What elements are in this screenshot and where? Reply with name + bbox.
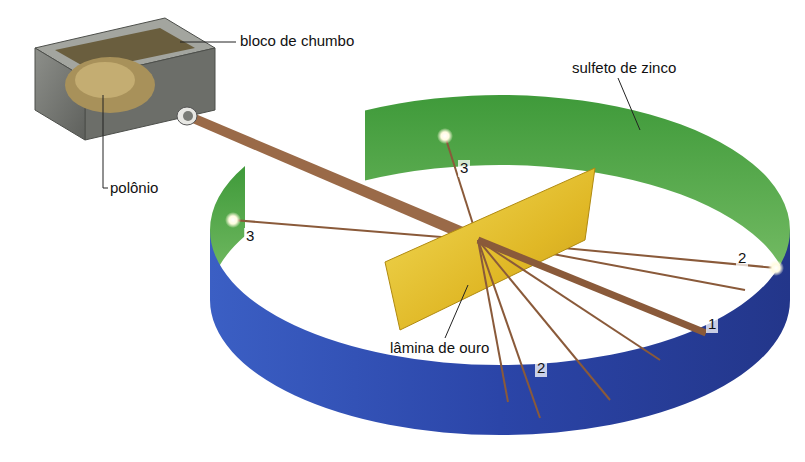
callout-number: 1: [706, 316, 718, 333]
lead-block: [35, 18, 215, 140]
part-label: sulfeto de zinco: [572, 60, 676, 77]
part-label: bloco de chumbo: [240, 33, 354, 50]
callout-number: 2: [535, 360, 547, 377]
callout-number: 3: [458, 160, 470, 177]
alpha-beam: [186, 110, 480, 246]
leader-lines: [103, 42, 640, 338]
callout-number: 2: [736, 250, 748, 267]
alpha-rays-front: [478, 240, 706, 418]
flash: [225, 212, 241, 228]
callout-number: 3: [244, 228, 256, 245]
flash: [768, 260, 784, 276]
part-label: lâmina de ouro: [390, 340, 489, 357]
flash: [437, 128, 453, 144]
part-label: polônio: [110, 180, 158, 197]
